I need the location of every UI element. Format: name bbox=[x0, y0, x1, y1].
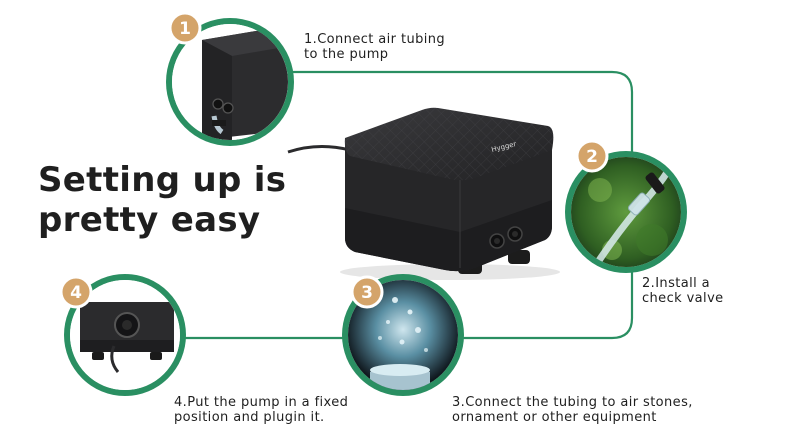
step-4-caption: 4.Put the pump in a fixed position and p… bbox=[174, 395, 349, 425]
step-2-caption: 2.Install a check valve bbox=[642, 276, 724, 306]
svg-text:3: 3 bbox=[361, 283, 373, 303]
step-1-caption: 1.Connect air tubing to the pump bbox=[304, 32, 446, 62]
svg-text:2: 2 bbox=[586, 147, 598, 167]
main-pump-illustration bbox=[340, 107, 560, 280]
svg-text:1: 1 bbox=[179, 19, 191, 39]
step-4-badge: 4 bbox=[59, 275, 93, 309]
step-1-image bbox=[166, 18, 294, 146]
step-3-caption: 3.Connect the tubing to air stones, orna… bbox=[452, 395, 693, 425]
step-2-image bbox=[565, 151, 687, 273]
step-1-badge: 1 bbox=[168, 11, 202, 45]
step-2-badge: 2 bbox=[575, 139, 609, 173]
svg-text:4: 4 bbox=[70, 283, 82, 303]
step-3-badge: 3 bbox=[350, 275, 384, 309]
power-cable bbox=[287, 145, 351, 154]
headline: Setting up is pretty easy bbox=[38, 160, 287, 240]
